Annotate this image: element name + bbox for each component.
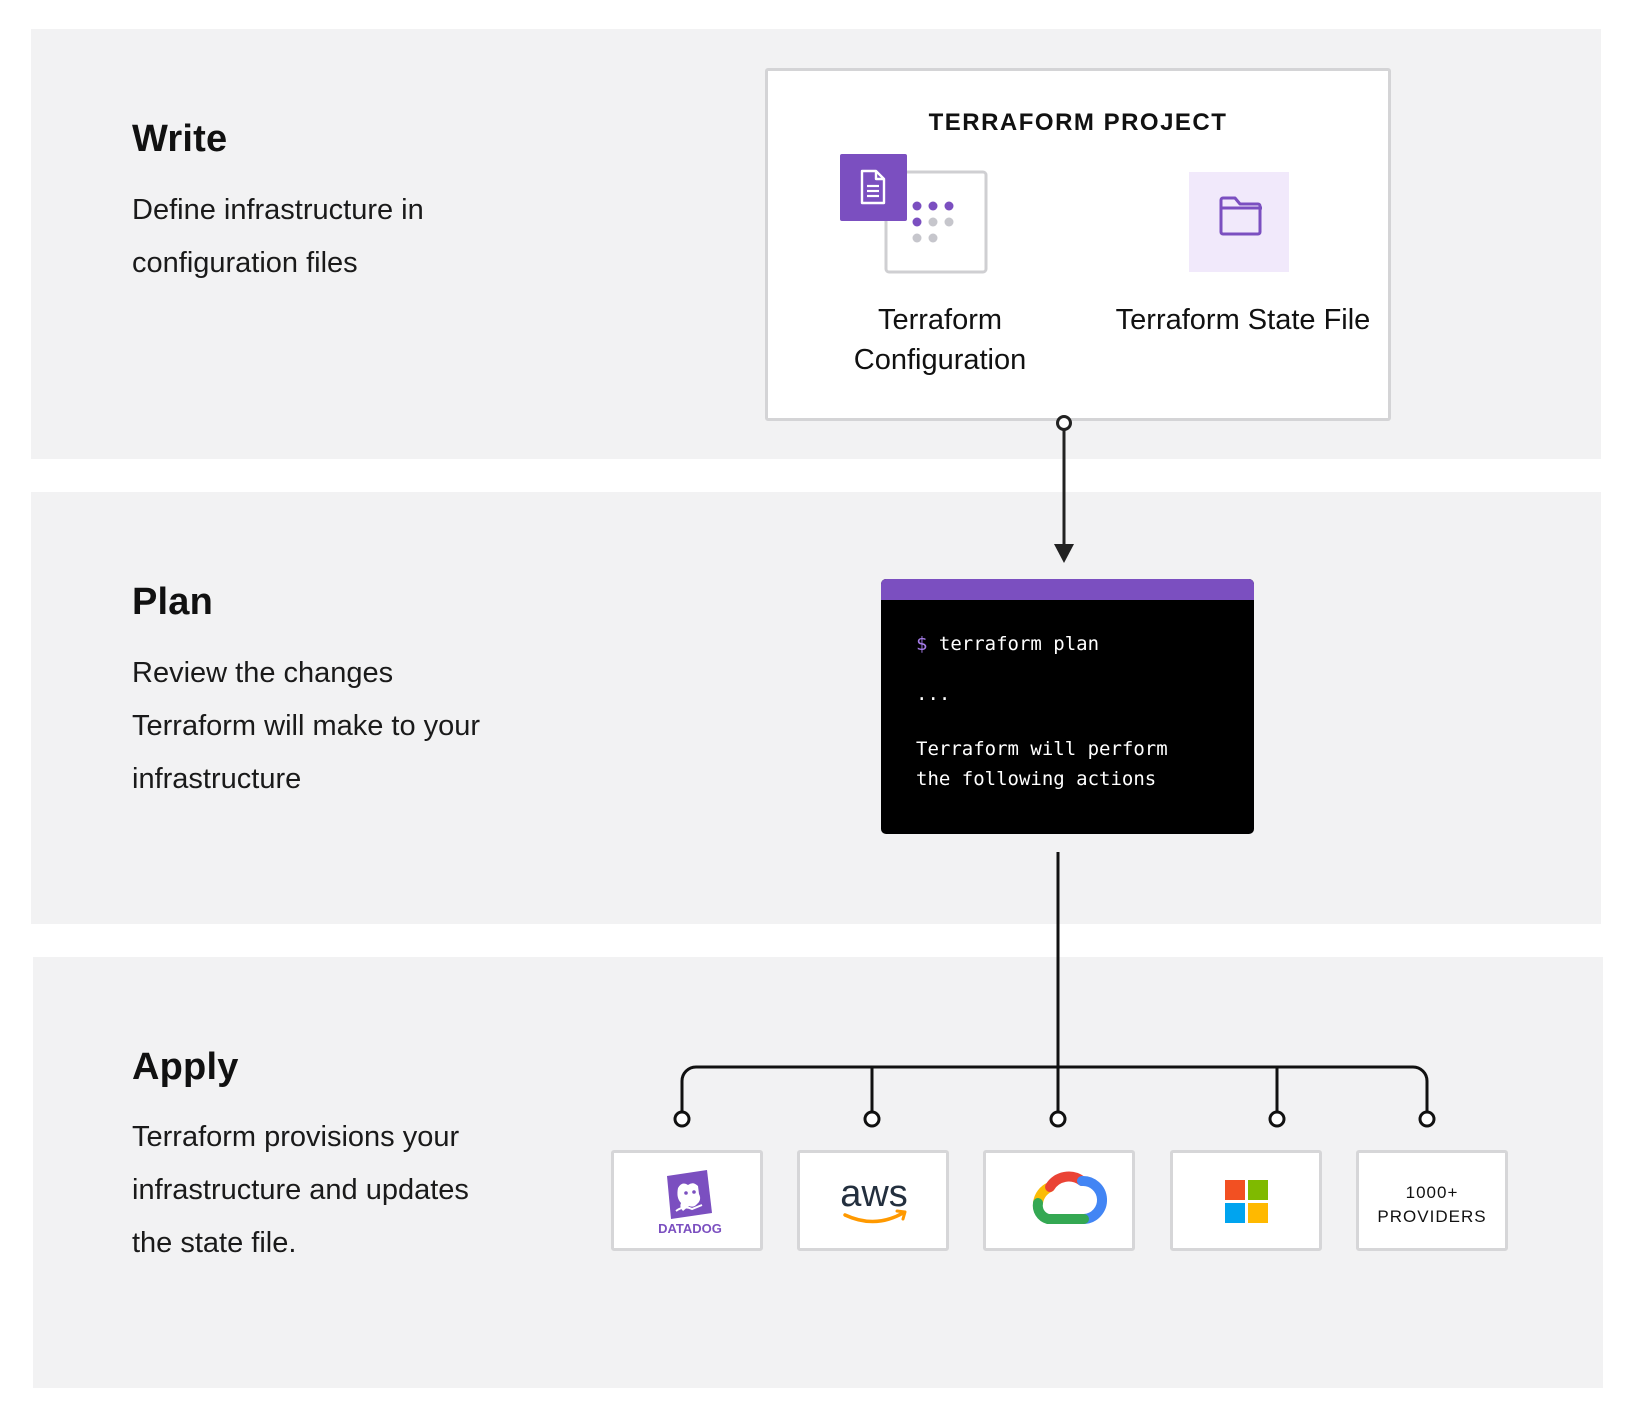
terraform-configuration-label: Terraform Configuration — [853, 304, 1027, 376]
plan-section — [31, 492, 1601, 924]
connector-node — [1056, 415, 1072, 431]
arrow-down-icon — [1054, 544, 1074, 563]
apply-description: Terraform provisions your infrastructure… — [132, 1121, 469, 1259]
terminal-title-bar — [881, 579, 1254, 600]
microsoft-logo-icon — [1225, 1180, 1268, 1223]
write-title: Write — [132, 118, 228, 160]
apply-title: Apply — [132, 1046, 239, 1088]
terminal-prompt: $ — [916, 633, 928, 655]
provider-microsoft-azure — [1170, 1150, 1322, 1251]
project-title: TERRAFORM PROJECT — [928, 109, 1228, 136]
plan-title: Plan — [132, 581, 214, 623]
terminal-output-line: Terraform will perform — [916, 738, 1168, 760]
aws-logo-icon: aws — [840, 1173, 908, 1224]
terraform-project-box: TERRAFORM PROJECT Terraform Configur — [765, 68, 1391, 421]
providers-caption: PROVIDERS — [1377, 1207, 1487, 1226]
connector-node — [863, 1110, 881, 1128]
connector-node — [673, 1110, 691, 1128]
write-description: Define infrastructure in configuration f… — [132, 194, 424, 279]
configuration-file-icon — [840, 154, 988, 274]
provider-more: 1000+ PROVIDERS — [1356, 1150, 1508, 1251]
datadog-logo-icon: DATADOG — [658, 1170, 722, 1236]
terminal-output-line: the following actions — [916, 768, 1157, 790]
terraform-state-file-label: Terraform State File — [1115, 304, 1371, 336]
terminal-command: terraform plan — [938, 633, 1100, 655]
providers-count: 1000+ — [1405, 1183, 1459, 1202]
provider-aws: aws — [797, 1150, 949, 1251]
provider-datadog: DATADOG — [611, 1150, 763, 1251]
plan-description: Review the changes Terraform will make t… — [132, 657, 481, 795]
project-icons — [840, 154, 1289, 274]
datadog-label: DATADOG — [658, 1221, 722, 1236]
terminal-command-line: $ terraform plan — [916, 633, 1099, 655]
state-folder-icon — [1189, 172, 1289, 272]
more-providers-label: 1000+ PROVIDERS — [1359, 1181, 1505, 1229]
provider-branch-line — [680, 1065, 1429, 1111]
connector-node — [1049, 1110, 1067, 1128]
terminal-window: $ terraform plan ... Terraform will perf… — [881, 579, 1254, 834]
connector-node — [1418, 1110, 1436, 1128]
aws-label: aws — [840, 1173, 908, 1215]
google-cloud-icon — [1032, 1171, 1108, 1224]
connector-node — [1268, 1110, 1286, 1128]
terminal-ellipsis: ... — [916, 683, 951, 705]
provider-google-cloud — [983, 1150, 1135, 1251]
